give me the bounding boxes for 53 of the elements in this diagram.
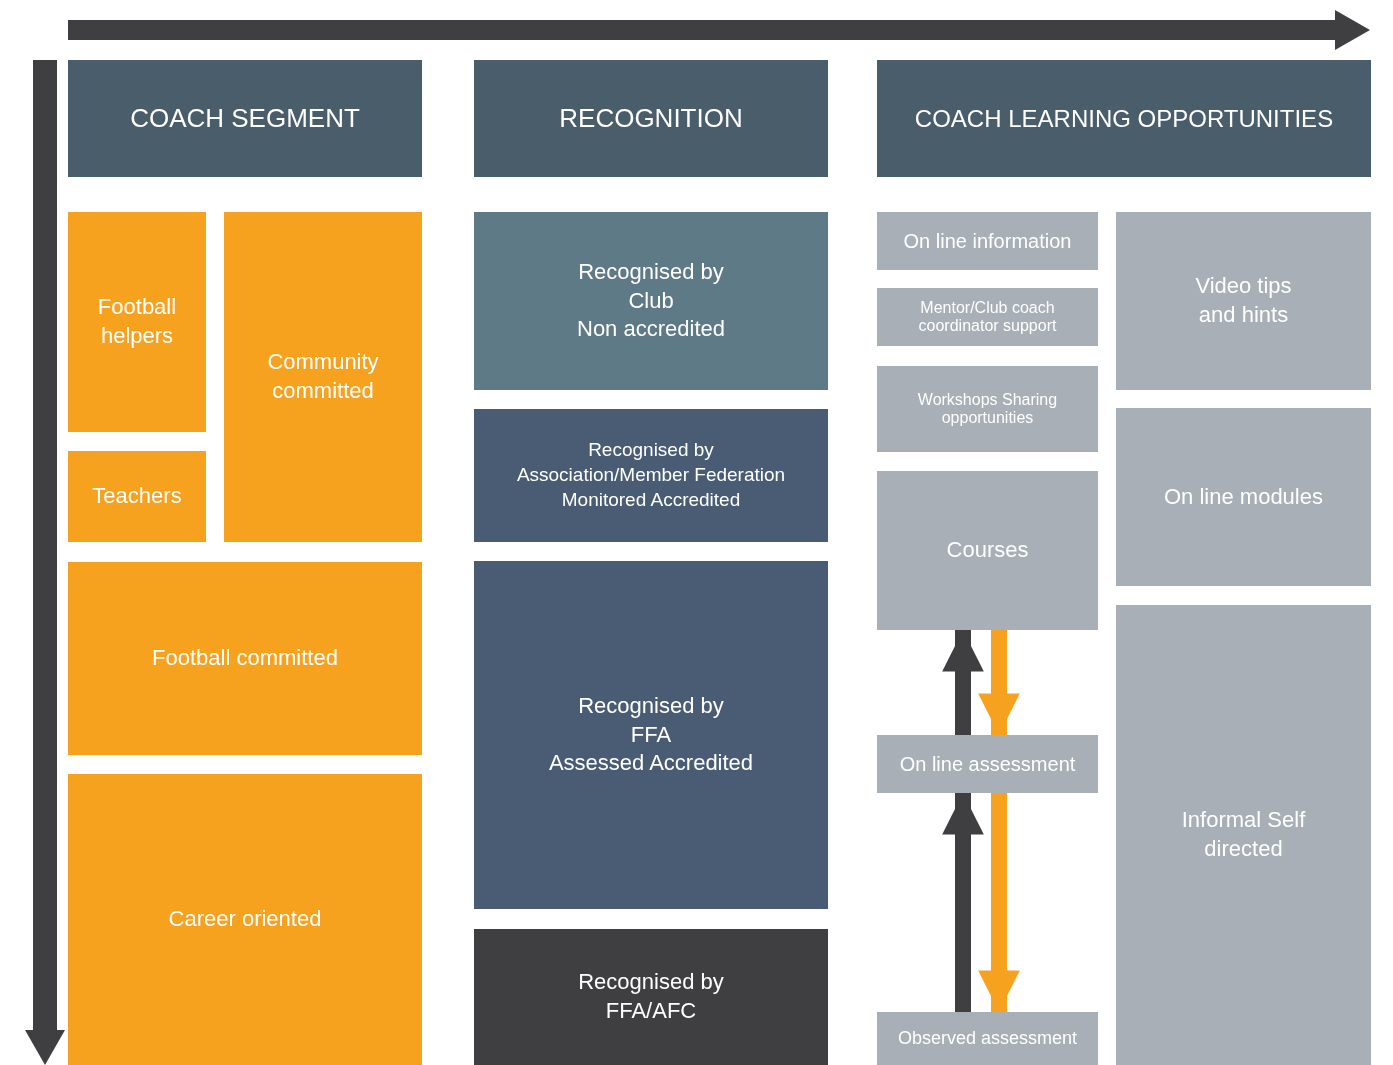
learning-box: [1116, 605, 1371, 1065]
box-label: RECOGNITION: [559, 101, 743, 135]
box-label: COACH SEGMENT: [130, 101, 360, 135]
box-label: Video tips and hints: [1194, 272, 1293, 329]
box-label: Monitored Accredited: [561, 487, 741, 512]
box-label: Football committed: [152, 644, 338, 673]
learning-box: [1116, 408, 1371, 586]
box-label: COACH LEARNING OPPORTUNITIES: [914, 103, 1334, 134]
arrow: [978, 793, 1020, 1012]
box-label: Football helpers: [96, 293, 178, 350]
box-label: Assessed Accredited: [548, 749, 754, 778]
box-label: On line modules: [1164, 482, 1323, 511]
box-label: Association/Member Federation: [516, 463, 786, 488]
learning-box: [877, 212, 1098, 270]
box-label: Recognised by: [588, 438, 714, 463]
header-box: [68, 60, 422, 177]
box-label: Recognised by: [578, 258, 724, 287]
box-label: Career oriented: [168, 905, 322, 934]
box-label: On line information: [903, 229, 1072, 254]
segment-box: [224, 212, 422, 542]
learning-box: [877, 366, 1098, 452]
header-box: [877, 60, 1371, 177]
box-label: Recognised by: [578, 968, 724, 997]
box-label: Non accredited: [577, 315, 725, 344]
segment-box: [68, 212, 206, 432]
box-label: FFA/AFC: [605, 997, 697, 1025]
recognition-box: [474, 561, 828, 909]
box-label: Observed assessment: [897, 1026, 1078, 1050]
arrow: [942, 793, 984, 1012]
box-label: Informal Self directed: [1180, 806, 1307, 863]
recognition-box: [474, 929, 828, 1065]
box-label: FFA: [630, 720, 672, 749]
learning-box: [877, 735, 1098, 793]
box-label: Mentor/Club coach coordinator support: [917, 299, 1058, 335]
box-label: Club: [628, 286, 674, 315]
segment-box: [68, 562, 422, 755]
learning-box: [877, 288, 1098, 346]
learning-box: [1116, 212, 1371, 390]
box-label: Courses: [946, 536, 1029, 565]
box-label: Recognised by: [578, 692, 724, 721]
segment-box: [68, 451, 206, 542]
box-label: Teachers: [92, 482, 182, 511]
learning-box: [877, 1012, 1098, 1065]
learning-box: [877, 471, 1098, 630]
recognition-box: [474, 409, 828, 542]
arrow: [978, 630, 1020, 735]
arrow: [942, 630, 984, 735]
header-box: [474, 60, 828, 177]
box-label: Community committed: [266, 348, 380, 405]
segment-box: [68, 774, 422, 1065]
box-label: Workshops Sharing opportunities: [917, 391, 1058, 427]
recognition-box: [474, 212, 828, 390]
box-label: On line assessment: [899, 752, 1076, 777]
